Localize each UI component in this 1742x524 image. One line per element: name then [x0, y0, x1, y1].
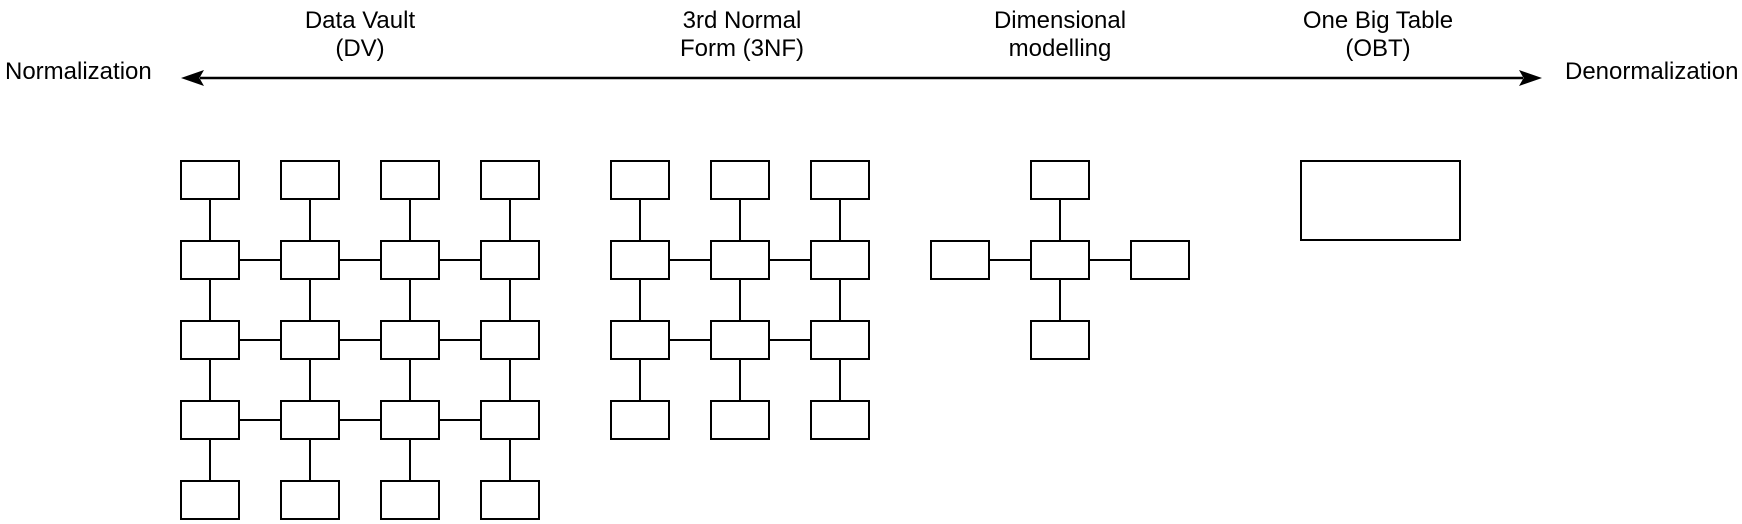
connector-line — [509, 440, 511, 480]
connector-line — [739, 280, 741, 320]
table-box — [380, 400, 440, 440]
connector-line — [670, 259, 710, 261]
connector-line — [440, 259, 480, 261]
table-box — [810, 400, 870, 440]
connector-line — [240, 339, 280, 341]
table-box — [1300, 160, 1461, 241]
table-box — [380, 480, 440, 520]
connector-line — [209, 440, 211, 480]
connector-line — [440, 419, 480, 421]
connector-line — [309, 440, 311, 480]
table-box — [180, 400, 240, 440]
connector-line — [639, 200, 641, 240]
table-box — [480, 240, 540, 280]
connector-line — [309, 360, 311, 400]
table-box — [610, 400, 670, 440]
group-label-line1: 3rd Normal — [682, 7, 802, 34]
connector-line — [409, 360, 411, 400]
table-box — [280, 240, 340, 280]
connector-line — [340, 259, 380, 261]
table-box — [930, 240, 990, 280]
connector-line — [240, 419, 280, 421]
table-box — [480, 480, 540, 520]
connector-line — [209, 200, 211, 240]
table-box — [480, 160, 540, 200]
connector-line — [509, 200, 511, 240]
table-box — [710, 240, 770, 280]
connector-line — [739, 360, 741, 400]
table-box — [180, 240, 240, 280]
connector-line — [670, 339, 710, 341]
connector-line — [509, 280, 511, 320]
table-box — [1030, 160, 1090, 200]
table-box — [1030, 320, 1090, 360]
group-label-line2: Form (3NF) — [680, 35, 804, 62]
table-box — [180, 480, 240, 520]
group-label-line1: Data Vault — [304, 7, 416, 34]
group-label-data-vault: Data Vault (DV) — [200, 7, 520, 63]
connector-line — [340, 339, 380, 341]
connector-line — [1090, 259, 1130, 261]
group-label-3nf: 3rd Normal Form (3NF) — [582, 7, 902, 63]
group-label-line2: modelling — [1008, 35, 1112, 62]
table-box — [710, 400, 770, 440]
table-box — [610, 240, 670, 280]
table-box — [1130, 240, 1190, 280]
group-label-line1: Dimensional — [993, 7, 1127, 34]
connector-line — [340, 419, 380, 421]
axis-label-denormalization: Denormalization — [1565, 58, 1739, 85]
table-box — [380, 160, 440, 200]
connector-line — [770, 259, 810, 261]
connector-line — [440, 339, 480, 341]
table-box — [180, 160, 240, 200]
connector-line — [839, 200, 841, 240]
table-box — [480, 400, 540, 440]
table-box — [380, 240, 440, 280]
table-box — [610, 160, 670, 200]
connector-line — [770, 339, 810, 341]
table-box — [280, 160, 340, 200]
connector-line — [240, 259, 280, 261]
connector-line — [1059, 280, 1061, 320]
group-label-dimensional: Dimensional modelling — [900, 7, 1220, 63]
connector-line — [509, 360, 511, 400]
table-box — [480, 320, 540, 360]
group-label-line2: (DV) — [335, 35, 385, 62]
table-box — [280, 480, 340, 520]
table-box — [610, 320, 670, 360]
table-box — [180, 320, 240, 360]
table-box — [810, 320, 870, 360]
connector-line — [409, 280, 411, 320]
table-box — [280, 320, 340, 360]
connector-line — [209, 360, 211, 400]
arrowhead-right — [1519, 70, 1542, 86]
connector-line — [990, 259, 1030, 261]
group-label-line2: (OBT) — [1345, 35, 1411, 62]
table-box — [280, 400, 340, 440]
connector-line — [409, 200, 411, 240]
connector-line — [409, 440, 411, 480]
group-label-obt: One Big Table (OBT) — [1218, 7, 1538, 63]
connector-line — [639, 360, 641, 400]
group-label-line1: One Big Table — [1302, 7, 1454, 34]
connector-line — [739, 200, 741, 240]
connector-line — [309, 280, 311, 320]
connector-line — [209, 280, 211, 320]
connector-line — [839, 360, 841, 400]
table-box — [1030, 240, 1090, 280]
table-box — [810, 240, 870, 280]
connector-line — [1059, 200, 1061, 240]
table-box — [380, 320, 440, 360]
table-box — [710, 320, 770, 360]
arrowhead-left — [181, 70, 204, 86]
connector-line — [639, 280, 641, 320]
axis-label-normalization: Normalization — [5, 58, 152, 85]
table-box — [710, 160, 770, 200]
connector-line — [839, 280, 841, 320]
connector-line — [309, 200, 311, 240]
table-box — [810, 160, 870, 200]
